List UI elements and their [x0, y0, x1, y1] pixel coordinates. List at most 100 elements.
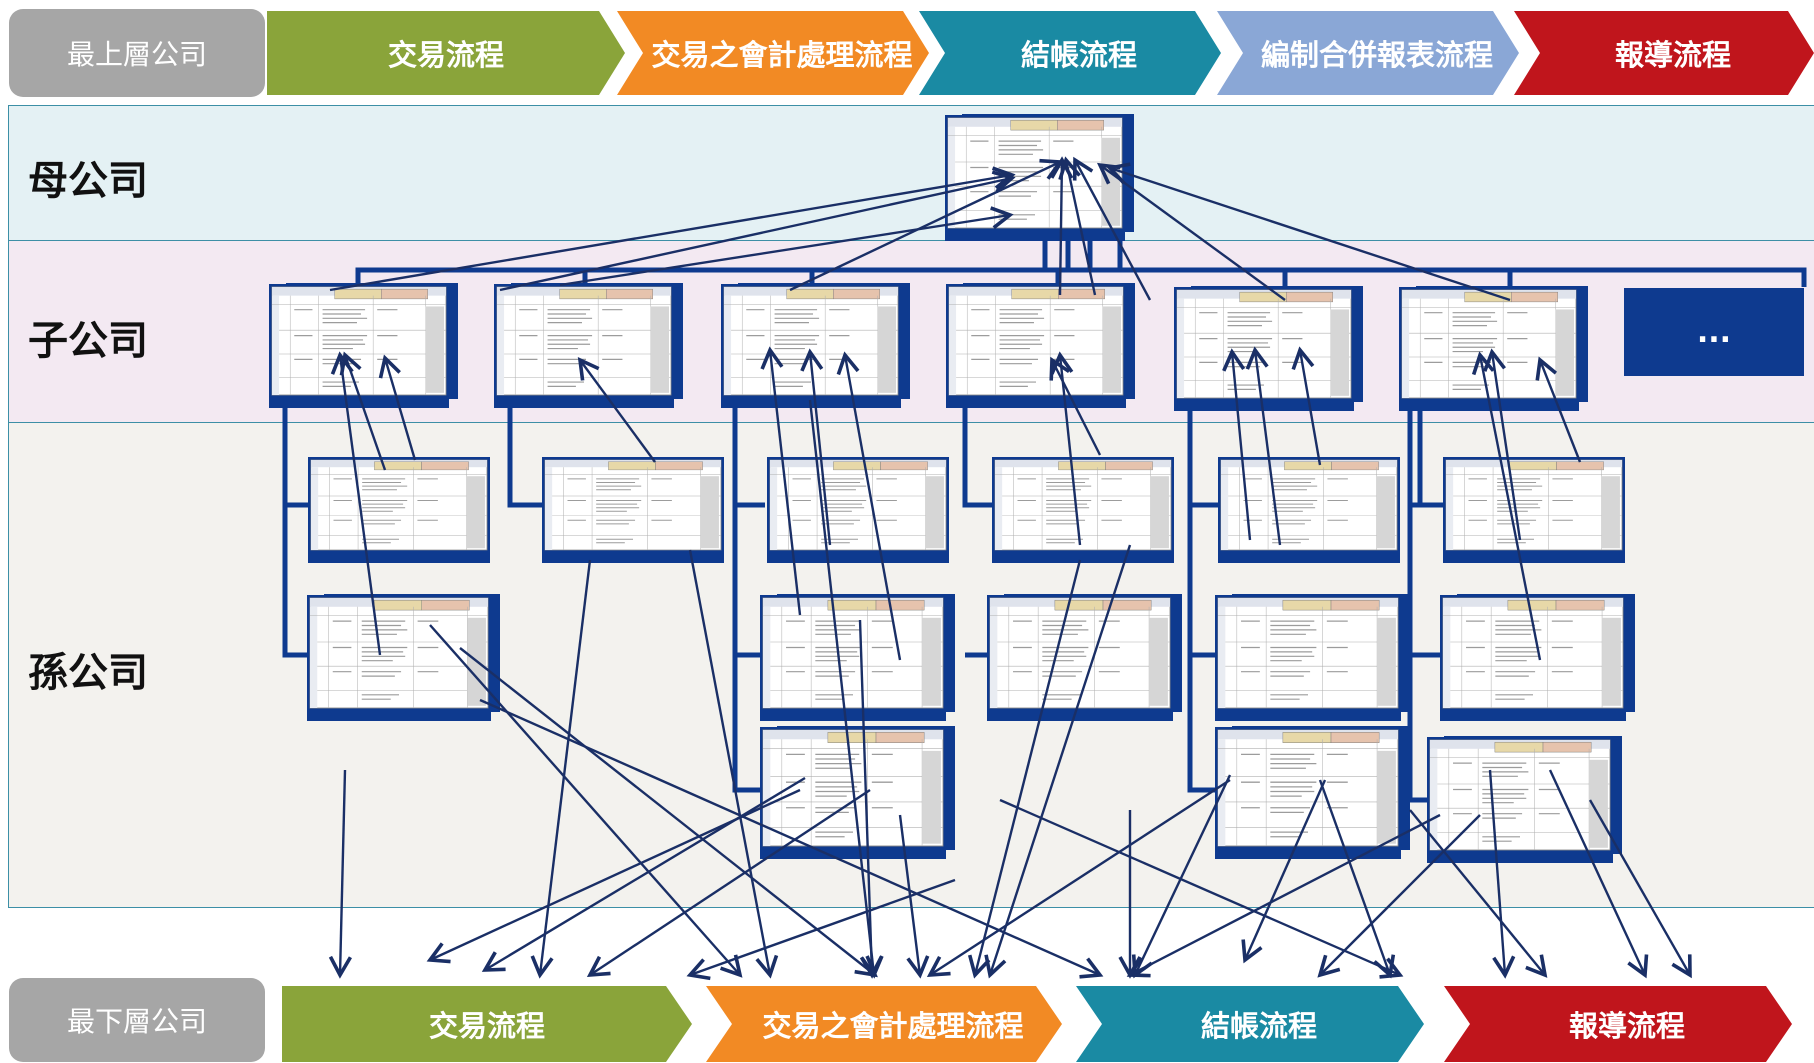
bottom-company-label: 最下層公司: [9, 978, 265, 1062]
spreadsheet-thumbnail: [271, 286, 447, 396]
flow-arrow: [1058, 156, 1097, 296]
document-thumbnail: [1215, 594, 1410, 721]
flow-arrow: [1471, 351, 1542, 661]
document-thumbnail: [721, 283, 910, 408]
flow-arrow: [686, 878, 956, 981]
spreadsheet-thumbnail: [1176, 289, 1352, 399]
flow-arrow: [1049, 356, 1102, 456]
document-thumbnail: [542, 457, 724, 563]
header-stage-closing: 結帳流程: [919, 11, 1221, 95]
flow-arrow: [999, 798, 1404, 979]
mother-company-band: [8, 105, 1814, 241]
flow-arrow: [1106, 162, 1511, 302]
spreadsheet-thumbnail: [310, 459, 488, 551]
row-label-grandchild: 孫公司: [28, 650, 148, 696]
flow-arrow: [808, 399, 884, 979]
spreadsheet-thumbnail: [1429, 739, 1611, 851]
flow-arrow: [330, 351, 382, 656]
flow-arrow: [339, 351, 387, 471]
footer-stage-accounting: 交易之會計處理流程: [706, 986, 1062, 1062]
flow-arrows: [328, 156, 1692, 981]
header-stage-label: 交易流程: [387, 38, 504, 72]
flow-arrow: [760, 346, 802, 616]
document-thumbnail: [1443, 457, 1625, 563]
flow-arrow: [481, 776, 806, 972]
flow-arrow: [499, 170, 1016, 292]
flow-arrow: [1241, 779, 1327, 964]
header-stage-transaction: 交易流程: [267, 11, 625, 95]
document-thumbnail: [946, 283, 1135, 408]
footer-stage-label: 報導流程: [1568, 1009, 1685, 1043]
flow-arrow: [789, 158, 1064, 292]
header-stage-label: 交易之會計處理流程: [651, 38, 913, 72]
hierarchy-connector: [1042, 238, 1123, 270]
flow-arrow: [1222, 348, 1252, 541]
flow-arrow: [1535, 356, 1582, 463]
document-thumbnail: [1218, 457, 1400, 563]
flow-arrow: [329, 166, 1016, 292]
header-stage-label: 編制合併報表流程: [1260, 38, 1493, 72]
flow-arrow: [688, 549, 779, 979]
document-thumbnail: [308, 457, 490, 563]
spreadsheet-thumbnail: [1217, 729, 1399, 847]
flow-arrow: [1131, 774, 1232, 979]
spreadsheet-thumbnail: [309, 597, 489, 709]
footer-stage-closing: 結帳流程: [1076, 986, 1424, 1062]
spreadsheet-thumbnail: [1401, 289, 1577, 399]
flow-arrow: [328, 769, 352, 979]
footer-stage-transaction: 交易流程: [282, 986, 692, 1062]
footer-stage-label: 交易之會計處理流程: [762, 1009, 1024, 1043]
document-thumbnail: [987, 594, 1182, 721]
flow-arrow: [559, 206, 1014, 287]
document-thumbnail: [760, 594, 955, 721]
flow-arrow: [1483, 348, 1522, 541]
spreadsheet-thumbnail: [723, 286, 899, 396]
spreadsheet-thumbnail: [769, 459, 947, 551]
flow-arrow: [577, 357, 656, 463]
flow-arrow: [858, 619, 883, 979]
top-company-label: 最上層公司: [9, 9, 265, 97]
document-thumbnail: [494, 283, 683, 408]
header-stage-reporting: 報導流程: [1514, 11, 1814, 95]
flow-arrow: [1548, 769, 1649, 979]
flow-arrow: [586, 788, 871, 978]
footer-stage-reporting: 報導流程: [1444, 986, 1792, 1062]
flow-arrow: [1318, 779, 1396, 979]
flow-arrow: [1050, 156, 1074, 296]
document-thumbnail: [1440, 594, 1635, 721]
flow-arrow: [1317, 814, 1481, 978]
flow-arrow: [429, 624, 743, 978]
flow-arrow: [1072, 156, 1152, 301]
footer-stage-label: 交易流程: [428, 1009, 545, 1043]
spreadsheet-thumbnail: [994, 459, 1172, 551]
document-thumbnail: [767, 457, 949, 563]
spreadsheet-thumbnail: [948, 286, 1124, 396]
header-stage-label: 結帳流程: [1020, 38, 1137, 72]
flow-arrow: [1409, 809, 1548, 978]
hierarchy-connector: [355, 267, 1807, 287]
row-label-mother: 母公司: [28, 158, 148, 204]
flow-arrow: [967, 559, 1082, 979]
header-stage-consolidation: 編制合併報表流程: [1217, 11, 1519, 95]
flow-arrow: [459, 647, 878, 978]
flow-arrow: [479, 698, 1104, 979]
document-thumbnail: [1215, 726, 1410, 859]
spreadsheet-thumbnail: [762, 597, 944, 709]
flow-arrow: [1126, 813, 1441, 978]
document-thumbnail: [269, 283, 458, 408]
flow-arrow: [984, 544, 1132, 979]
flow-arrow: [926, 778, 1231, 978]
header-stage-accounting: 交易之會計處理流程: [617, 11, 929, 95]
flow-arrow: [836, 351, 902, 661]
spreadsheet-thumbnail: [496, 286, 672, 396]
flow-arrow: [1488, 769, 1516, 979]
flow-arrow: [800, 348, 832, 546]
spreadsheet-thumbnail: [1442, 597, 1624, 709]
document-thumbnails: [269, 114, 1635, 863]
spreadsheet-thumbnail: [1217, 597, 1399, 709]
more-subsidiaries-box: ...: [1624, 288, 1804, 376]
flow-arrow: [378, 354, 417, 461]
document-thumbnail: [992, 457, 1174, 563]
document-thumbnail: [1174, 286, 1363, 411]
